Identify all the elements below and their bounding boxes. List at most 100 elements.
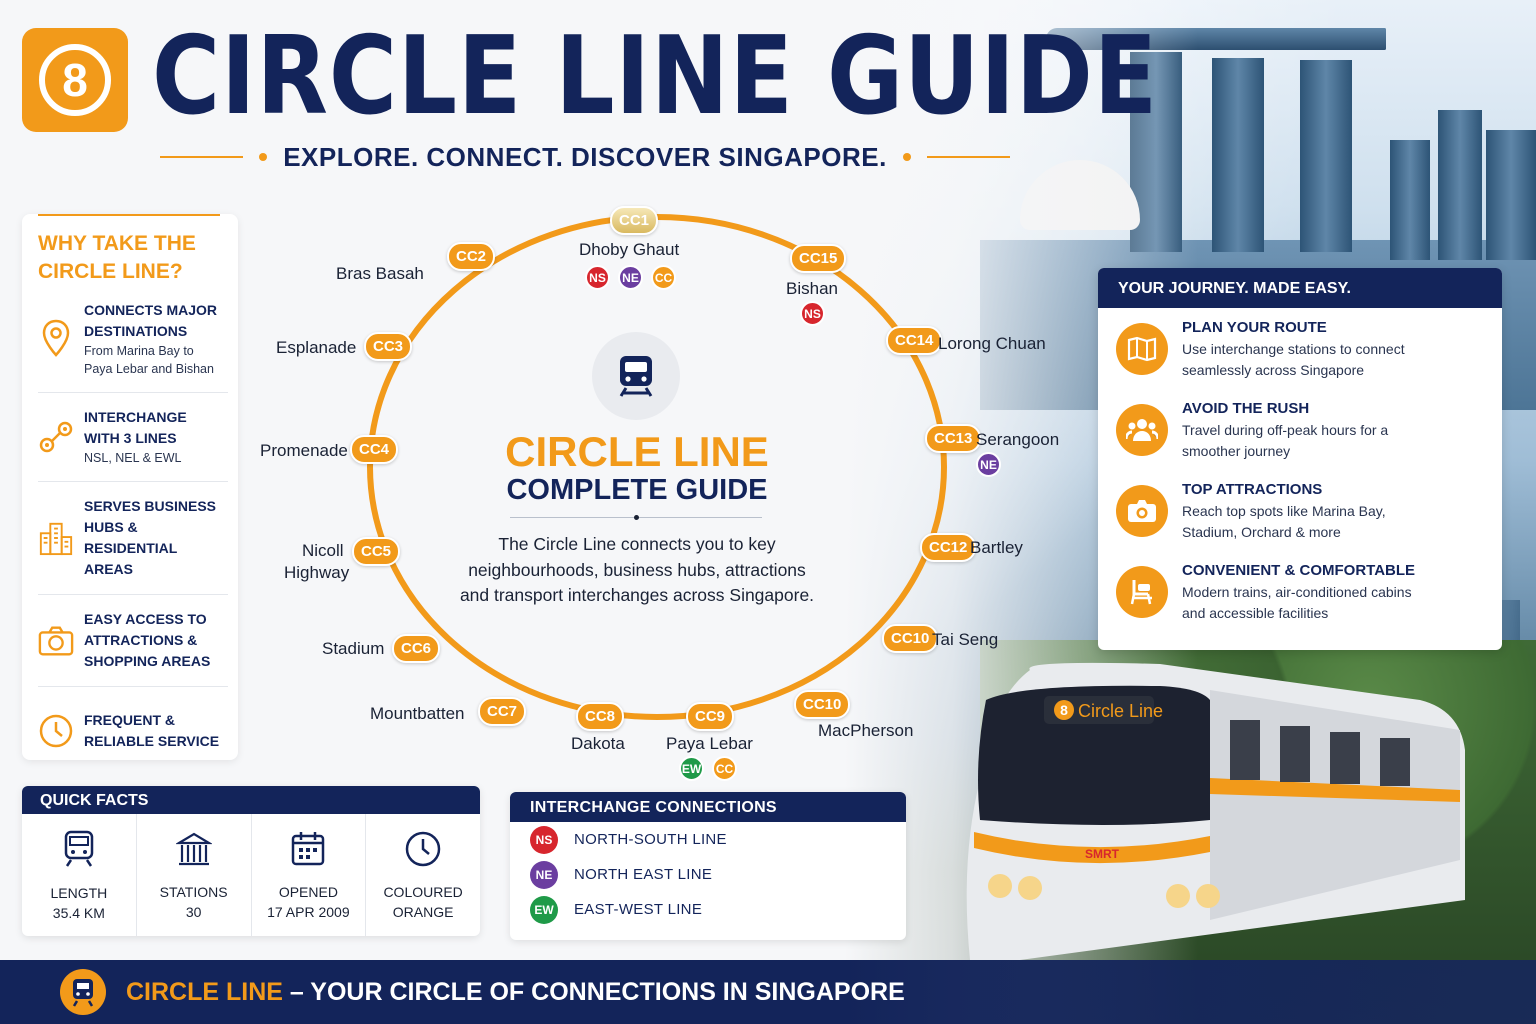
fact-value: ORANGE [392,903,454,920]
station-name-tai-seng[interactable]: Tai Seng [932,630,999,649]
quick-facts-heading: QUICK FACTS [22,786,480,814]
camera-icon [1116,484,1168,537]
train-icon [63,830,95,873]
station-badge-cc14[interactable]: CC14 [886,326,943,355]
station-name-dhoby-ghaut[interactable]: Dhoby Ghaut [579,240,680,259]
station-badge-cc15[interactable]: CC15 [790,244,847,273]
footer-banner: CIRCLE LINE – YOUR CIRCLE OF CONNECTIONS… [0,960,1536,1024]
journey-item-desc: Reach top spots like Marina Bay, [1182,502,1386,519]
station-name-paya-lebar[interactable]: Paya Lebar [666,734,753,753]
people-icon [1116,403,1168,456]
station-name-nicoll[interactable]: Nicoll [302,541,344,560]
ne-badge: NE [530,860,558,889]
journey-item-rush: AVOID THE RUSH Travel during off-peak ho… [1098,389,1502,470]
interchange-label: NORTH-SOUTH LINE [574,831,727,848]
fact-opened: OPENED 17 APR 2009 [252,814,367,936]
ew-badge: EW [530,895,558,924]
station-badge-cc13[interactable]: CC13 [925,424,982,453]
journey-item-comfort: CONVENIENT & COMFORTABLE Modern trains, … [1098,551,1502,632]
location-pin-icon [38,319,74,357]
seat-icon [1116,565,1168,618]
station-name-bishan[interactable]: Bishan [786,279,838,298]
ns-badge: NS [800,301,825,326]
ns-badge: NS [530,825,558,854]
footer-text: CIRCLE LINE – YOUR CIRCLE OF CONNECTIONS… [126,978,905,1007]
why-title-line: CIRCLE LINE? [38,260,183,283]
train-icon [592,332,680,420]
why-item-heading: WITH 3 LINES [84,430,177,446]
fact-length: LENGTH 35.4 KM [22,814,137,936]
journey-item-desc: Modern trains, air-conditioned cabins [1182,583,1412,600]
why-item-heading: FREQUENT & [84,712,175,728]
station-name-serangoon[interactable]: Serangoon [976,430,1060,449]
cc-badge: CC [651,265,676,290]
station-badge-cc1[interactable]: CC1 [610,206,659,235]
journey-heading: YOUR JOURNEY. MADE EASY. [1098,268,1502,308]
ne-badge: NE [618,265,643,290]
buildings-icon [38,520,74,556]
why-item-heading: SERVES BUSINESS [84,498,217,514]
map-center-subtitle: COMPLETE GUIDE [506,474,768,506]
why-item-sub: Paya Lebar and Bishan [84,362,214,376]
station-name-macpherson[interactable]: MacPherson [818,721,914,740]
station-name-promenade[interactable]: Promenade [260,441,348,460]
journey-item-title: PLAN YOUR ROUTE [1182,318,1327,336]
interchange-label: EAST-WEST LINE [574,901,703,918]
station-badge-cc4[interactable]: CC4 [350,435,399,464]
station-badge-cc8[interactable]: CC8 [576,702,625,731]
ns-badge: NS [585,265,610,290]
quick-facts-panel: QUICK FACTS LENGTH 35.4 KM STATIONS 30 O… [22,786,480,936]
station-name-mountbatten[interactable]: Mountbatten [370,704,465,723]
train-line-number: 8 [1060,702,1068,718]
page-title: CIRCLE LINE GUIDE [152,14,1159,139]
station-badge-cc12[interactable]: CC12 [920,533,977,562]
station-name-bartley[interactable]: Bartley [970,538,1023,557]
journey-item-desc: Use interchange stations to connect [1182,340,1405,357]
station-badge-cc10[interactable]: CC10 [794,690,851,719]
station-badge-cc5[interactable]: CC5 [352,537,401,566]
journey-item-title: CONVENIENT & COMFORTABLE [1182,561,1416,579]
station-badge-cc3[interactable]: CC3 [364,332,413,361]
journey-item-desc: Travel during off-peak hours for a [1182,421,1389,438]
description-line: and transport interchanges across Singap… [459,585,815,605]
circle-line-logo: 8 [22,28,128,132]
interchange-icon [38,419,74,455]
station-name-esplanade[interactable]: Esplanade [276,338,357,357]
why-item-heading: HUBS & RESIDENTIAL [84,519,178,556]
map-center-description: The Circle Line connects you to key neig… [440,532,834,609]
station-name-dakota[interactable]: Dakota [571,734,625,753]
why-title: WHY TAKE THE CIRCLE LINE? [38,230,228,286]
train-icon [60,969,106,1015]
subtitle-row: EXPLORE. CONNECT. DISCOVER SINGAPORE. [160,140,1010,174]
why-panel: WHY TAKE THE CIRCLE LINE? CONNECTS MAJOR… [22,214,238,760]
station-name-lorong-chuan[interactable]: Lorong Chuan [938,334,1046,353]
fact-colour: COLOURED ORANGE [366,814,480,936]
station-badge-cc7[interactable]: CC7 [478,697,527,726]
station-name-bras-basah[interactable]: Bras Basah [336,264,424,283]
journey-item-desc: smoother journey [1182,442,1291,459]
fact-label: STATIONS [159,883,228,900]
journey-item-title: AVOID THE RUSH [1182,399,1310,417]
interchange-label: NORTH EAST LINE [574,866,713,883]
journey-item-desc: Stadium, Orchard & more [1182,523,1341,540]
why-item-sub: From Marina Bay to [84,344,194,358]
station-name-highway[interactable]: Highway [284,563,350,582]
why-item-heading: EASY ACCESS TO [84,611,207,627]
ew-badge: EW [679,756,704,781]
station-badge-cc9[interactable]: CC9 [686,702,735,731]
station-badge-cc11[interactable]: CC10 [882,624,939,653]
divider [926,156,1010,158]
calendar-icon [291,831,325,872]
divider-dot [902,153,911,161]
station-name-stadium[interactable]: Stadium [322,639,385,658]
journey-panel: YOUR JOURNEY. MADE EASY. PLAN YOUR ROUTE… [1098,268,1502,650]
fact-label: OPENED [278,883,338,900]
map-icon [1116,322,1168,375]
station-badge-cc2[interactable]: CC2 [447,242,496,271]
why-item-heading: AREAS [84,561,134,577]
why-item-heading: ATTRACTIONS & [84,632,198,648]
train-destination: Circle Line [1078,701,1163,721]
ne-badge: NE [976,452,1001,477]
station-badge-cc6[interactable]: CC6 [392,634,441,663]
clock-icon [405,831,441,872]
